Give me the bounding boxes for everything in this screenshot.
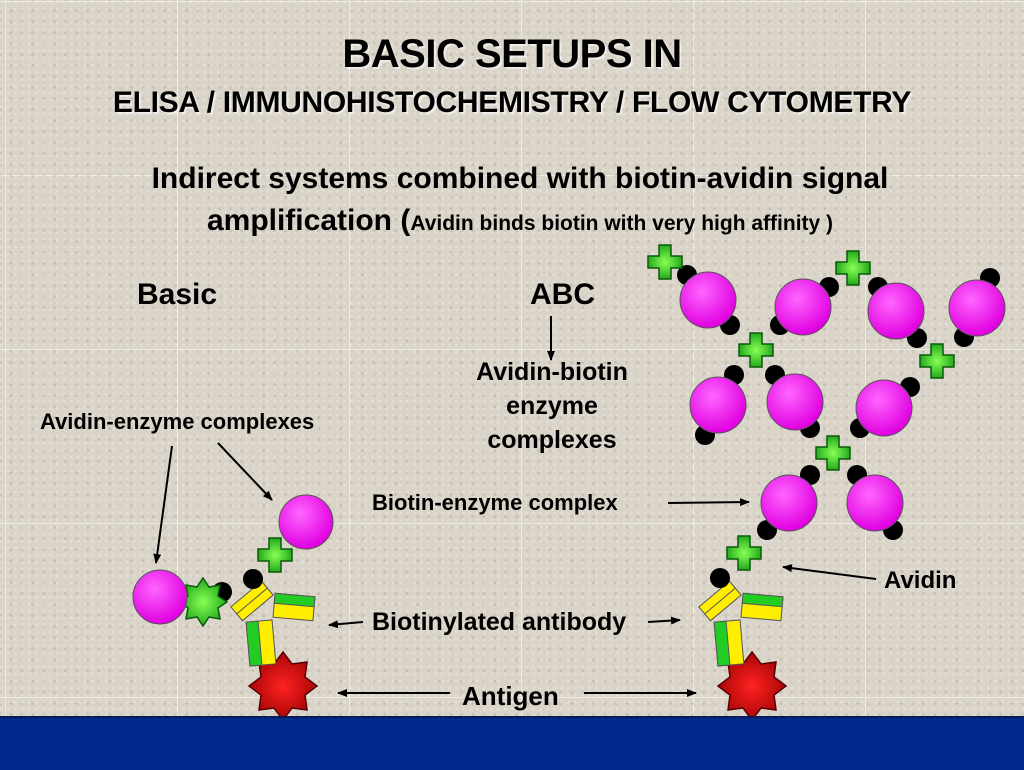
description-line-1: Indirect systems combined with biotin-av… — [151, 162, 889, 195]
label-antigen: Antigen — [462, 681, 559, 711]
arrow-avenz-left — [153, 445, 173, 564]
label-abc: ABC — [530, 278, 595, 311]
label-avidin-biotin-line-3: complexes — [487, 426, 617, 454]
biotin-abc-base — [710, 568, 730, 588]
label-biotinylated-antibody: Biotinylated antibody — [372, 608, 627, 636]
antigen-abc — [717, 651, 787, 721]
description: Indirect systems combined with biotin-av… — [40, 158, 1000, 245]
enzyme-abc-2 — [835, 250, 871, 286]
biotin-dots-abc — [677, 265, 1000, 540]
abc-assembly — [647, 244, 1006, 721]
arrow-biotin-enzyme — [667, 498, 750, 507]
antibody-abc — [698, 580, 784, 667]
label-avidin-biotin-line-2: enzyme — [506, 392, 598, 420]
description-line-2: amplification (Avidin binds biotin with … — [40, 200, 1000, 245]
label-biotin-enzyme-complex: Biotin-enzyme complex — [372, 490, 618, 515]
label-avidin-enzyme-complexes: Avidin-enzyme complexes — [40, 409, 315, 434]
label-avidin-biotin-enzyme-complexes: Avidin-biotin enzyme complexes — [452, 355, 652, 457]
description-line-2-note: Avidin binds biotin with very high affin… — [410, 212, 834, 235]
label-avidin-biotin-line-1: Avidin-biotin — [476, 358, 628, 386]
avidin-spheres-abc — [679, 271, 1006, 532]
enzyme-abc-base — [726, 535, 762, 571]
arrow-biotab-right — [647, 616, 681, 625]
enzyme-abc-1 — [647, 244, 683, 280]
arrow-avidin — [782, 564, 877, 580]
title-line-2: ELISA / IMMUNOHISTOCHEMISTRY / FLOW CYTO… — [112, 86, 912, 119]
avidin-basic-1 — [278, 494, 334, 550]
basic-assembly — [132, 494, 334, 721]
antigen-basic — [248, 651, 318, 721]
antibody-basic — [230, 580, 316, 667]
label-basic: Basic — [137, 278, 218, 311]
arrow-biotab-left — [328, 620, 364, 629]
enzyme-abc-3 — [738, 332, 774, 368]
footer-bar — [0, 716, 1024, 770]
biotin-basic-1 — [243, 569, 263, 589]
enzyme-basic-2 — [178, 577, 228, 627]
avidin-basic-2 — [132, 569, 188, 625]
enzyme-basic-1 — [257, 537, 293, 573]
label-avidin: Avidin — [884, 567, 957, 594]
enzyme-abc-4 — [919, 343, 955, 379]
arrow-avenz-right — [217, 442, 273, 501]
biotin-basic-2 — [212, 582, 232, 602]
title-line-1: BASIC SETUPS IN — [342, 32, 682, 76]
description-line-2-main: amplification ( — [206, 204, 411, 237]
enzyme-abc-5 — [815, 435, 851, 471]
